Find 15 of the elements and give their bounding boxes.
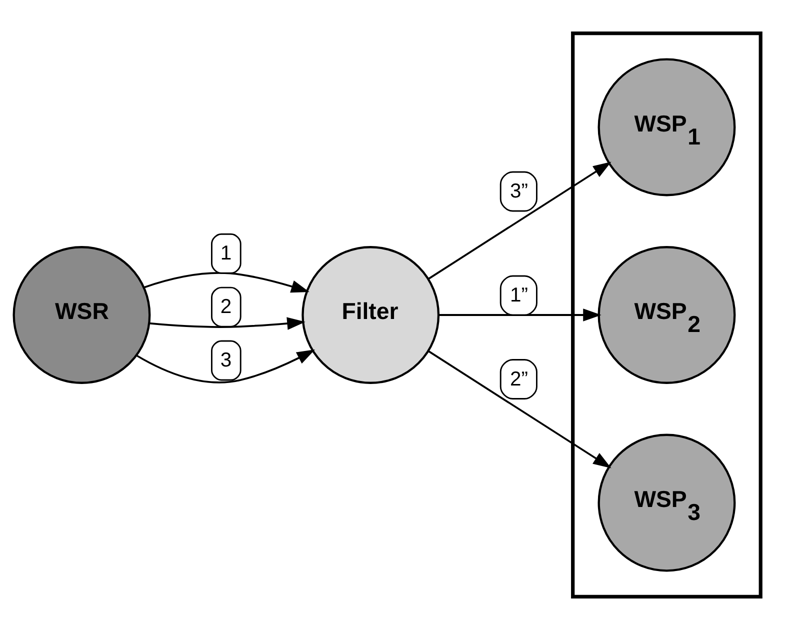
node-circle: Filter: [302, 246, 440, 384]
arrow: [438, 308, 602, 322]
edge-label: 3”: [510, 180, 528, 203]
arrow: [428, 350, 612, 468]
cluster: [571, 32, 762, 598]
arrow: [149, 317, 306, 330]
edge-label: 2: [220, 296, 232, 318]
arrow: [428, 162, 612, 280]
edge-label: 1: [220, 242, 232, 265]
arrow: [144, 272, 310, 293]
edge-label: 1”: [510, 284, 528, 307]
edge-label: 2”: [510, 368, 528, 390]
node-circle: WSR: [12, 246, 151, 384]
arrow: [136, 350, 316, 384]
edge-label: 3: [220, 350, 232, 372]
